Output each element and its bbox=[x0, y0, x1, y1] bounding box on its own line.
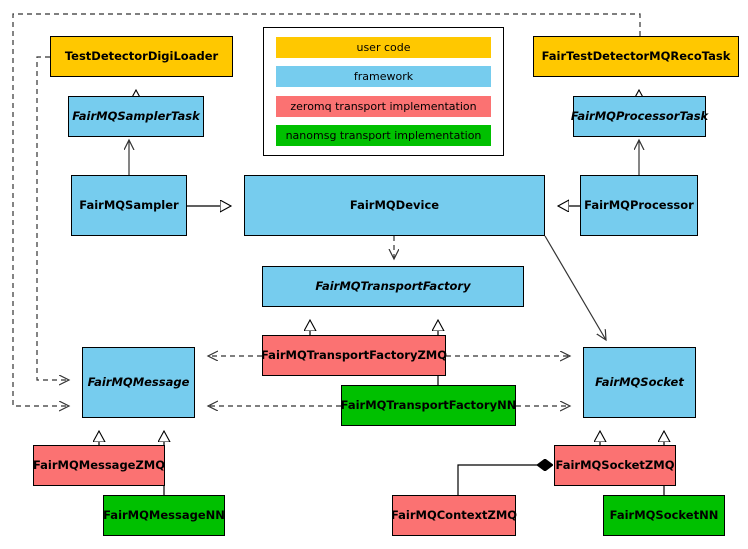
class-node-fairmqtransportfactory[interactable]: FairMQTransportFactory bbox=[262, 266, 524, 307]
legend-item-framework: framework bbox=[276, 66, 491, 88]
legend-item-nanomsg: nanomsg transport implementation bbox=[276, 124, 491, 146]
class-node-fairmqcontextzmq[interactable]: FairMQContextZMQ bbox=[391, 495, 517, 536]
class-node-fairmqmessagenn[interactable]: FairMQMessageNN bbox=[103, 495, 225, 536]
class-node-fairmqprocessortask[interactable]: FairMQProcessorTask bbox=[571, 96, 708, 137]
legend-item-zeromq: zeromq transport implementation bbox=[276, 95, 491, 117]
class-node-fairmqsamplertask[interactable]: FairMQSamplerTask bbox=[68, 96, 204, 137]
class-node-fairmqmessage[interactable]: FairMQMessage bbox=[82, 347, 195, 418]
class-node-fairmqmessagezmq[interactable]: FairMQMessageZMQ bbox=[33, 445, 165, 486]
legend-item-user-code: user code bbox=[276, 37, 491, 58]
edge-digiloader-to-message bbox=[36, 56, 69, 380]
legend: user code framework zeromq transport imp… bbox=[263, 27, 504, 156]
class-node-fairmqdevice[interactable]: FairMQDevice bbox=[244, 175, 545, 236]
edge-socketzmq-composition-contextzmq bbox=[457, 465, 552, 495]
edge-device-to-socket bbox=[544, 235, 606, 340]
class-node-fairmqsocket[interactable]: FairMQSocket bbox=[583, 347, 696, 418]
class-node-fairtestdetectormqrecotask[interactable]: FairTestDetectorMQRecoTask bbox=[533, 36, 739, 77]
class-node-fairmqtransportfactorynn[interactable]: FairMQTransportFactoryNN bbox=[341, 385, 516, 426]
class-node-testdetectordigiloader[interactable]: TestDetectorDigiLoader bbox=[50, 36, 233, 77]
class-node-fairmqsocketnn[interactable]: FairMQSocketNN bbox=[603, 495, 725, 536]
class-node-fairmqsocketzmq[interactable]: FairMQSocketZMQ bbox=[554, 445, 676, 486]
class-node-fairmqtransportfactoryzmq[interactable]: FairMQTransportFactoryZMQ bbox=[261, 335, 447, 376]
class-node-fairmqsampler[interactable]: FairMQSampler bbox=[71, 175, 187, 236]
class-node-fairmqprocessor[interactable]: FairMQProcessor bbox=[580, 175, 698, 236]
